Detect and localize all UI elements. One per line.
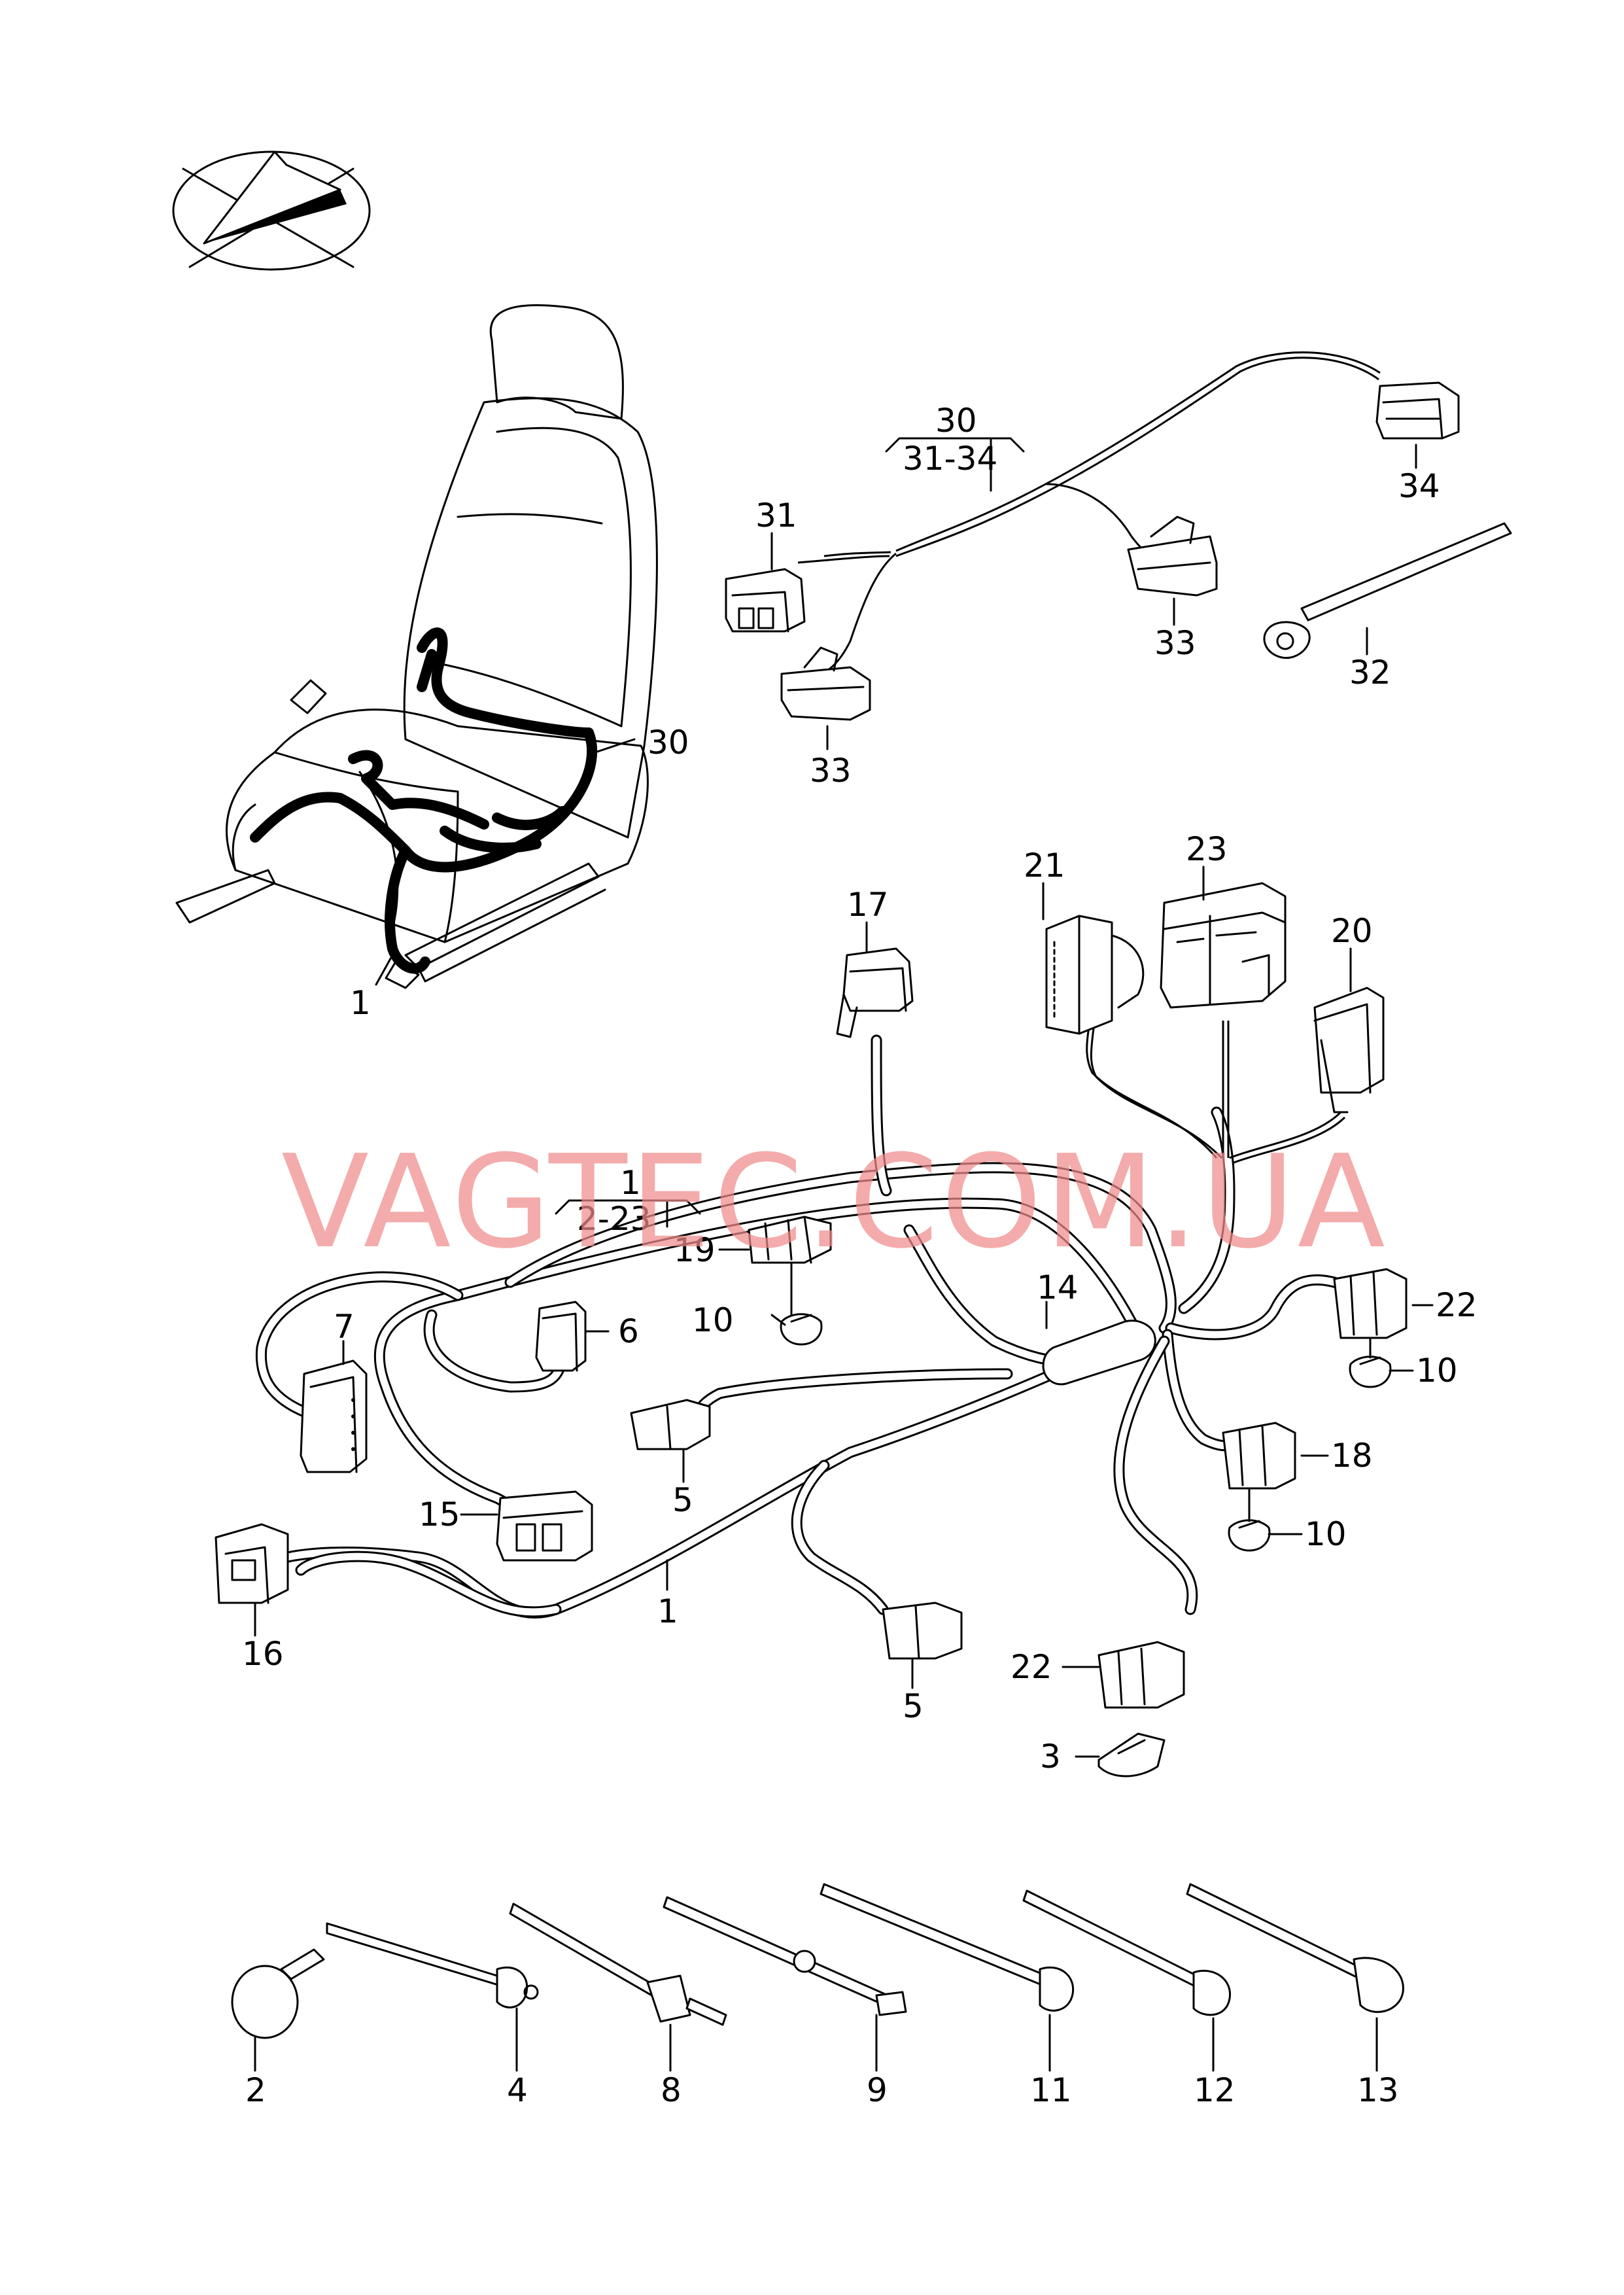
connector-6[interactable] <box>535 1301 587 1372</box>
seat-overview <box>175 304 658 989</box>
callout-1-seat: 1 <box>350 984 371 1022</box>
cable-tie-8[interactable] <box>509 1902 727 2026</box>
callout-22-lower: 22 <box>1011 1648 1052 1686</box>
connector-33-left[interactable] <box>780 646 871 721</box>
cable-tie-12[interactable] <box>1022 1889 1231 2016</box>
callout-1-main: 1 <box>657 1592 678 1630</box>
callout-20: 20 <box>1331 912 1373 950</box>
cable-tie-2[interactable] <box>231 1948 325 2039</box>
callout-30-seat: 30 <box>648 724 689 762</box>
callout-8: 8 <box>661 2071 682 2109</box>
connector-17[interactable] <box>836 947 914 1038</box>
leader-lines <box>254 437 1434 2072</box>
connector-21[interactable] <box>1045 915 1145 1035</box>
connector-18[interactable] <box>1222 1422 1296 1490</box>
callout-10-b: 10 <box>1416 1352 1458 1390</box>
callout-22-right: 22 <box>1436 1286 1477 1324</box>
callout-13: 13 <box>1357 2071 1399 2109</box>
callout-1-group: 1 <box>620 1164 641 1202</box>
callout-31: 31 <box>755 497 797 534</box>
cable-tie-9[interactable] <box>663 1896 907 2016</box>
callout-10-a: 10 <box>692 1301 734 1339</box>
watermark: VAGTEC.COM.UA <box>281 1128 1388 1277</box>
callout-23: 23 <box>1186 830 1228 868</box>
protective-sleeve-14[interactable] <box>1042 1320 1156 1386</box>
connector-23[interactable] <box>1160 882 1287 1009</box>
clip-3[interactable] <box>1097 1732 1166 1778</box>
connector-22-lower[interactable] <box>1097 1641 1185 1709</box>
callout-15: 15 <box>419 1496 460 1533</box>
callout-5-upper: 5 <box>672 1481 693 1519</box>
callout-12: 12 <box>1194 2071 1235 2109</box>
callout-17: 17 <box>847 886 889 924</box>
holder-10-b[interactable] <box>1349 1356 1392 1388</box>
connector-15[interactable] <box>496 1490 593 1562</box>
harness-1-assembly <box>215 882 1408 1778</box>
connector-33-right[interactable] <box>1127 516 1218 597</box>
callout-9: 9 <box>867 2071 888 2109</box>
callout-33-right: 33 <box>1154 624 1196 662</box>
holder-10-c[interactable] <box>1228 1519 1271 1552</box>
cable-tie-4[interactable] <box>326 1922 539 2008</box>
connector-16[interactable] <box>215 1523 289 1604</box>
callout-18: 18 <box>1331 1437 1373 1475</box>
callout-21: 21 <box>1024 847 1065 885</box>
callout-5-lower: 5 <box>903 1687 924 1725</box>
callout-4: 4 <box>507 2071 528 2109</box>
callout-14: 14 <box>1037 1269 1079 1306</box>
cable-tie-13[interactable] <box>1186 1883 1404 2013</box>
cable-tie-11[interactable] <box>820 1883 1075 2012</box>
callout-30-range: 31-34 <box>903 440 997 478</box>
connector-31[interactable] <box>725 568 806 633</box>
callout-6: 6 <box>618 1312 639 1350</box>
harness-30-assembly <box>725 351 1512 721</box>
callout-32: 32 <box>1349 654 1391 692</box>
orientation-compass-icon <box>172 150 371 271</box>
callout-1-range: 2-23 <box>577 1200 651 1238</box>
callout-19: 19 <box>674 1231 716 1269</box>
callout-labels: 1 2-23 30 31-34 1 30 31 33 33 34 32 17 2… <box>242 402 1477 2109</box>
callout-34: 34 <box>1398 467 1440 505</box>
callout-2: 2 <box>245 2071 266 2109</box>
callout-33-left: 33 <box>810 752 852 790</box>
callout-16: 16 <box>242 1635 284 1673</box>
connector-22-right[interactable] <box>1333 1268 1408 1339</box>
callout-30-group: 30 <box>935 402 977 440</box>
connector-20[interactable] <box>1313 987 1385 1113</box>
callout-7: 7 <box>334 1308 354 1346</box>
callout-10-c: 10 <box>1305 1515 1347 1553</box>
callout-3: 3 <box>1040 1738 1061 1776</box>
cable-tie-32[interactable] <box>1263 522 1512 659</box>
callout-11: 11 <box>1030 2071 1072 2109</box>
holder-10-a[interactable] <box>780 1313 823 1346</box>
connector-7[interactable] <box>300 1359 368 1473</box>
connector-19[interactable] <box>748 1216 832 1264</box>
connector-5-upper[interactable] <box>630 1399 711 1450</box>
connector-5-lower[interactable] <box>882 1602 963 1660</box>
connector-34[interactable] <box>1375 381 1460 440</box>
